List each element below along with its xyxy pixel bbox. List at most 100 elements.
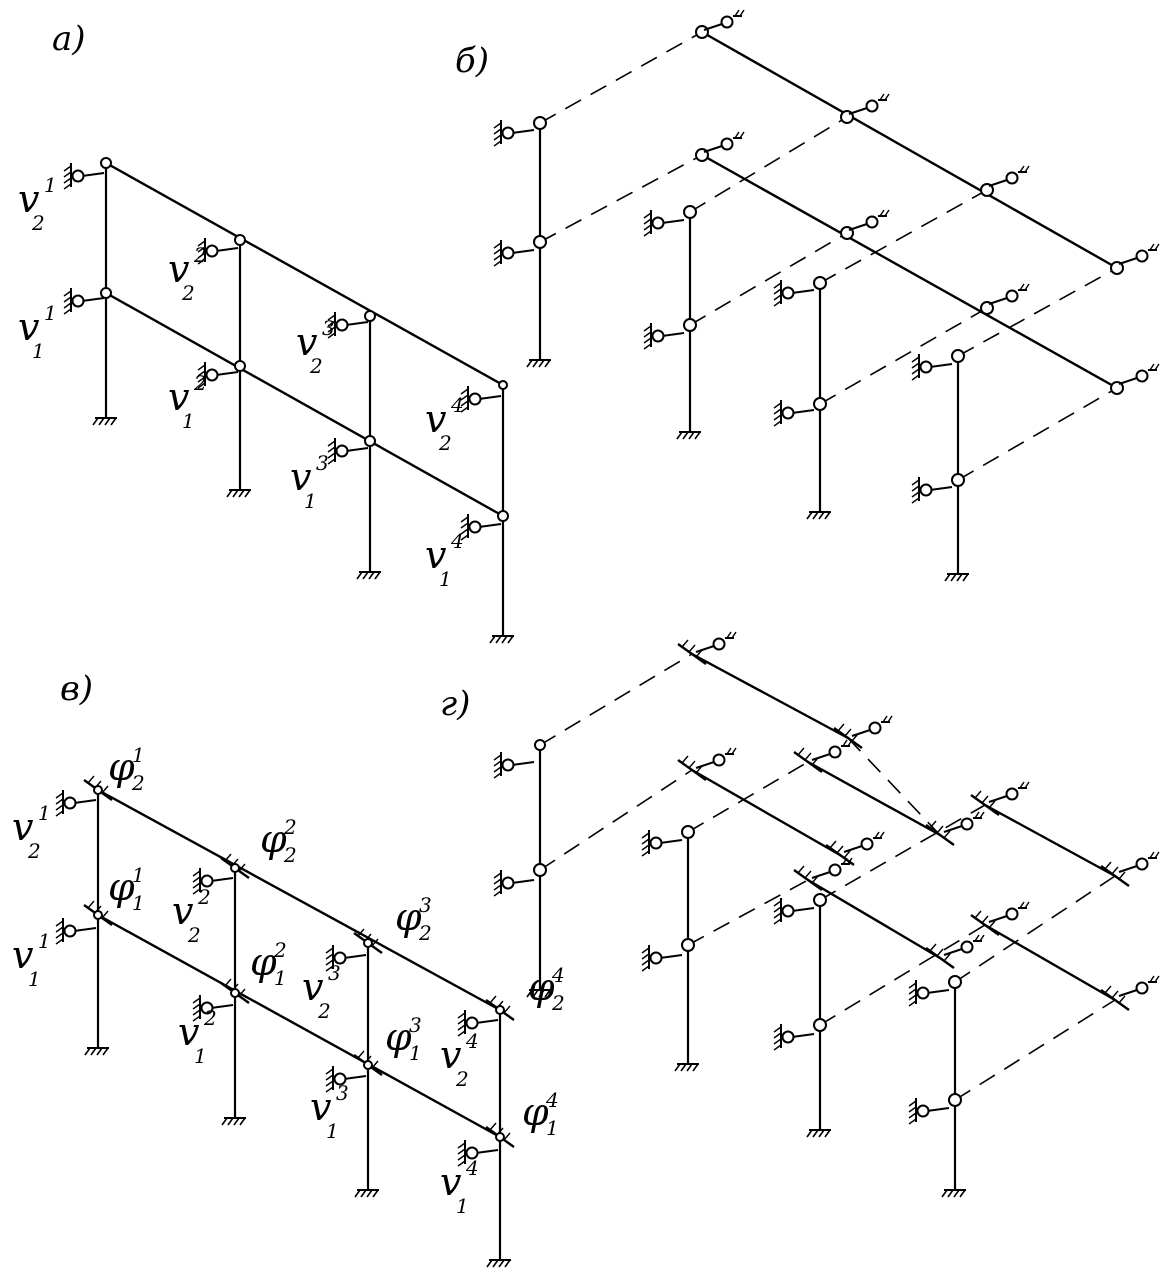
svg-text:φ: φ	[250, 940, 277, 984]
panel-label-b: б)	[455, 41, 489, 81]
label-v3-2-c: v 3 2	[302, 961, 341, 1023]
svg-text:v: v	[178, 1010, 200, 1054]
svg-text:2: 2	[283, 815, 297, 839]
svg-text:φ: φ	[522, 1090, 549, 1134]
svg-text:3: 3	[336, 1081, 349, 1105]
label-v1-1-c: v 1 1	[12, 929, 51, 991]
svg-text:2: 2	[27, 839, 41, 863]
svg-text:1: 1	[38, 929, 51, 953]
panel-c	[55, 774, 516, 1268]
svg-text:1: 1	[304, 489, 317, 513]
labels-panel-c: φ 1 2 v 1 2 φ 1 1 v 1 1 φ 2 2 v 2 2	[12, 743, 565, 1218]
svg-text:φ: φ	[395, 895, 422, 939]
svg-text:2: 2	[455, 1067, 469, 1091]
label-v1-2: v 1 2	[18, 173, 57, 235]
svg-text:1: 1	[132, 863, 145, 887]
svg-text:4: 4	[450, 393, 464, 417]
svg-text:1: 1	[182, 409, 195, 433]
svg-text:1: 1	[44, 301, 57, 325]
svg-text:φ: φ	[385, 1015, 412, 1059]
svg-text:φ: φ	[108, 865, 135, 909]
svg-text:v: v	[12, 933, 34, 977]
svg-text:4: 4	[551, 963, 565, 987]
svg-text:v: v	[296, 320, 318, 364]
svg-text:2: 2	[181, 281, 195, 305]
svg-text:v: v	[302, 965, 324, 1009]
label-v2-2-c: v 2 2	[172, 885, 211, 947]
svg-text:3: 3	[316, 451, 329, 475]
svg-text:v: v	[440, 1160, 462, 1204]
svg-text:2: 2	[273, 938, 287, 962]
panel-label-a: a)	[52, 19, 86, 59]
label-v2-1-c: v 2 1	[178, 1006, 217, 1068]
label-phi4-1: φ 4 1	[522, 1088, 559, 1140]
svg-text:2: 2	[309, 354, 323, 378]
label-v4-1-c: v 4 1	[440, 1156, 479, 1218]
label-v4-2: v 4 2	[425, 393, 464, 455]
label-phi1-2: φ 1 2	[108, 743, 145, 795]
svg-text:1: 1	[456, 1194, 469, 1218]
panel-label-d: г)	[440, 684, 470, 724]
svg-text:φ: φ	[108, 745, 135, 789]
svg-text:1: 1	[326, 1119, 339, 1143]
svg-text:2: 2	[283, 843, 297, 867]
svg-text:1: 1	[274, 966, 287, 990]
label-phi1-1: φ 1 1	[108, 863, 145, 915]
svg-text:v: v	[168, 375, 190, 419]
label-phi3-1: φ 3 1	[385, 1013, 422, 1065]
label-v2-2: v 2 2	[168, 243, 207, 305]
svg-text:2: 2	[131, 771, 145, 795]
svg-text:v: v	[172, 889, 194, 933]
label-v4-1: v 4 1	[425, 529, 464, 591]
label-phi2-1: φ 2 1	[250, 938, 287, 990]
svg-text:1: 1	[409, 1041, 422, 1065]
label-phi4-2: φ 4 2	[528, 963, 565, 1015]
svg-text:1: 1	[38, 801, 51, 825]
svg-text:2: 2	[187, 923, 201, 947]
svg-text:2: 2	[317, 999, 331, 1023]
svg-text:2: 2	[197, 885, 211, 909]
svg-text:2: 2	[438, 431, 452, 455]
svg-text:3: 3	[419, 893, 432, 917]
svg-text:1: 1	[132, 743, 145, 767]
svg-text:3: 3	[322, 316, 335, 340]
label-v3-1: v 3 1	[290, 451, 329, 513]
svg-text:v: v	[168, 247, 190, 291]
panel-d	[493, 631, 1160, 1198]
label-v3-1-c: v 3 1	[310, 1081, 349, 1143]
svg-text:1: 1	[32, 339, 45, 363]
svg-text:1: 1	[546, 1116, 559, 1140]
label-v2-1: v 2 1	[168, 371, 207, 433]
svg-text:v: v	[440, 1033, 462, 1077]
label-v1-1: v 1 1	[18, 301, 57, 363]
svg-text:v: v	[18, 305, 40, 349]
panel-label-c: в)	[60, 669, 93, 709]
label-v1-2-c: v 1 2	[12, 801, 51, 863]
svg-text:2: 2	[193, 243, 207, 267]
label-v3-2: v 3 2	[296, 316, 335, 378]
svg-text:2: 2	[551, 991, 565, 1015]
svg-text:1: 1	[194, 1044, 207, 1068]
label-phi2-2: φ 2 2	[260, 815, 297, 867]
svg-text:2: 2	[31, 211, 45, 235]
svg-text:1: 1	[132, 891, 145, 915]
svg-text:φ: φ	[528, 965, 555, 1009]
svg-text:v: v	[310, 1085, 332, 1129]
svg-text:2: 2	[203, 1006, 217, 1030]
svg-text:1: 1	[28, 967, 41, 991]
svg-text:2: 2	[418, 921, 432, 945]
label-phi3-2: φ 3 2	[395, 893, 432, 945]
svg-text:v: v	[425, 533, 447, 577]
svg-text:4: 4	[465, 1029, 479, 1053]
labels-panel-a: v 1 2 v 1 1 v 2 2 v 2 1 v 3 2 v 3 1	[18, 173, 464, 591]
svg-text:1: 1	[439, 567, 452, 591]
svg-text:2: 2	[193, 371, 207, 395]
svg-text:4: 4	[450, 529, 464, 553]
svg-text:1: 1	[44, 173, 57, 197]
panel-a	[63, 157, 515, 644]
svg-text:φ: φ	[260, 817, 287, 861]
label-v4-2-c: v 4 2	[440, 1029, 479, 1091]
svg-text:v: v	[425, 397, 447, 441]
svg-text:v: v	[290, 455, 312, 499]
